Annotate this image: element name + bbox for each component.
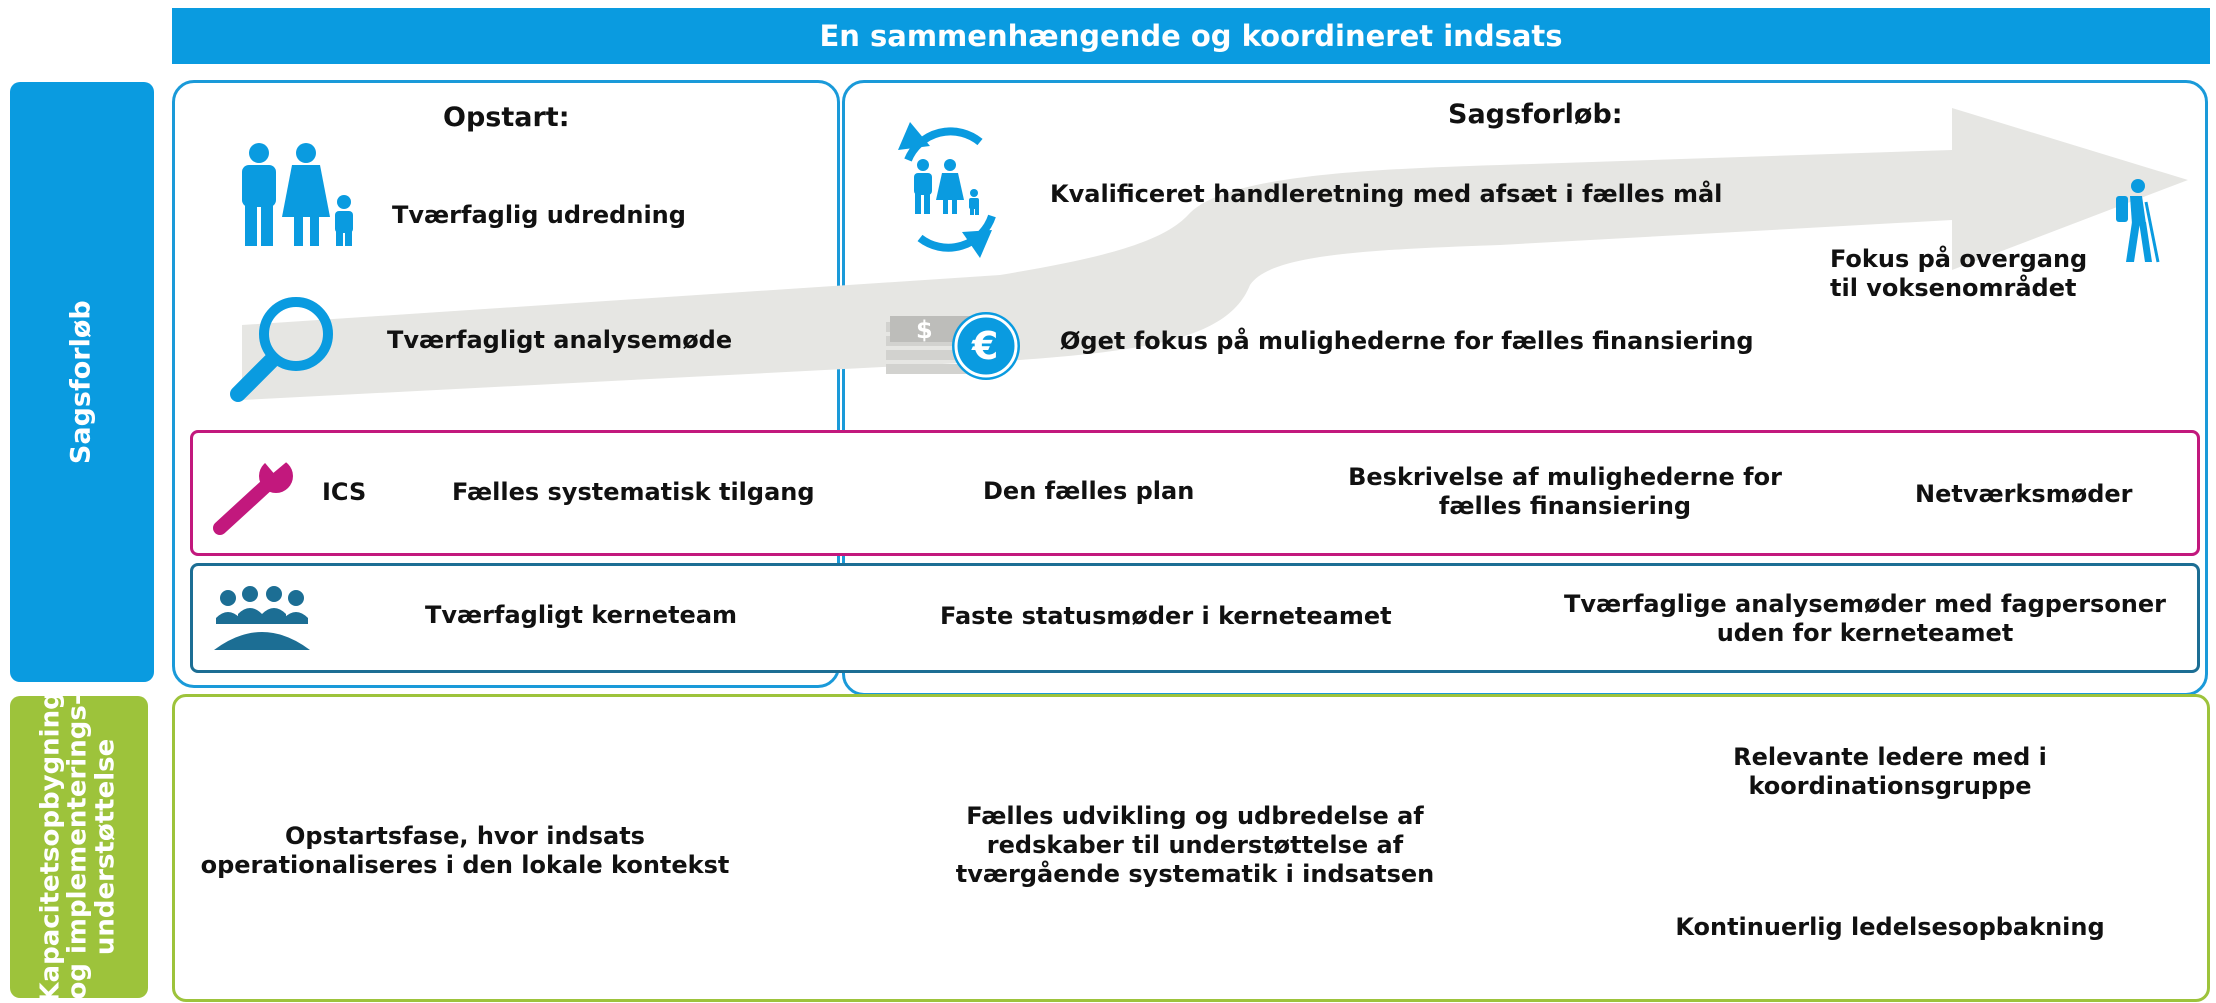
ics-item-plan: Den fælles plan bbox=[983, 477, 1195, 505]
kapacitet-col3b: Kontinuerlig ledelsesopbakning bbox=[1675, 913, 2105, 941]
money-euro-icon: $ € bbox=[886, 312, 1020, 380]
goal-line-1: Fokus på overgang bbox=[1830, 245, 2088, 273]
ics-item-tilgang: Fælles systematisk tilgang bbox=[452, 478, 815, 506]
kapacitet-col2-line-2: redskaber til understøttelse af bbox=[986, 831, 1404, 859]
svg-text:$: $ bbox=[916, 316, 933, 344]
ics-item-finansiering-line-1: Beskrivelse af mulighederne for bbox=[1348, 463, 1782, 491]
kapacitet-col2-line-3: tværgående systematik i indsatsen bbox=[955, 860, 1435, 888]
kapacitet-col3a-line-1: Relevante ledere med i bbox=[1733, 743, 2047, 771]
opstart-panel bbox=[172, 80, 840, 688]
kapacitet-col1-line-1: Opstartsfase, hvor indsats bbox=[285, 822, 645, 850]
team-item-analysemoeder-line-2: uden for kerneteamet bbox=[1716, 619, 2014, 647]
kapacitet-col1: Opstartsfase, hvor indsats operationalis… bbox=[195, 822, 735, 880]
sagsforloeb-item-finansiering: Øget fokus på mulighederne for fælles fi… bbox=[1060, 327, 1754, 355]
ics-item-finansiering: Beskrivelse af mulighederne for fælles f… bbox=[1320, 463, 1810, 521]
sidebar-kapacitet: Kapacitetsopbygning og implementerings- … bbox=[10, 691, 148, 1003]
sagsforloeb-header: Sagsforløb: bbox=[1448, 99, 1623, 130]
family-icon bbox=[242, 143, 353, 246]
kapacitet-col3a-line-2: koordinationsgruppe bbox=[1748, 772, 2032, 800]
opstart-item-analysemoede: Tværfagligt analysemøde bbox=[387, 326, 733, 354]
kapacitet-col2: Fælles udvikling og udbredelse af redska… bbox=[920, 802, 1470, 889]
opstart-item-udredning: Tværfaglig udredning bbox=[392, 201, 686, 229]
kapacitet-col3a: Relevante ledere med i koordinationsgrup… bbox=[1660, 743, 2120, 801]
team-item-kerneteam: Tværfagligt kerneteam bbox=[425, 601, 738, 629]
team-item-analysemoeder-line-1: Tværfaglige analysemøder med fagpersoner bbox=[1563, 590, 2167, 618]
team-item-analysemoeder: Tværfaglige analysemøder med fagpersoner… bbox=[1560, 590, 2170, 648]
family-cycle-icon bbox=[898, 122, 996, 258]
team-item-statusmoeder: Faste statusmøder i kerneteamet bbox=[940, 602, 1392, 630]
kapacitet-col1-line-2: operationaliseres i den lokale kontekst bbox=[200, 851, 730, 879]
team-row bbox=[190, 563, 2200, 673]
wrench-icon bbox=[213, 458, 293, 535]
ics-item-finansiering-line-2: fælles finansiering bbox=[1438, 492, 1692, 520]
opstart-header: Opstart: bbox=[443, 102, 570, 133]
sidebar-sagsforloeb: Sagsforløb bbox=[10, 82, 154, 682]
ics-row bbox=[190, 430, 2200, 556]
ics-item-netvaerk: Netværksmøder bbox=[1915, 480, 2133, 508]
hiker-icon bbox=[2116, 179, 2160, 263]
magnifier-icon bbox=[230, 297, 333, 402]
title-banner: En sammenhængende og koordineret indsats bbox=[172, 8, 2210, 64]
ics-label: ICS bbox=[322, 478, 367, 506]
team-icon bbox=[214, 586, 310, 650]
sagsforloeb-item-handleretning: Kvalificeret handleretning med afsæt i f… bbox=[1050, 180, 1723, 208]
kapacitet-panel bbox=[172, 694, 2210, 1002]
goal-line-2: til voksenområdet bbox=[1830, 274, 2077, 302]
kapacitet-col2-line-1: Fælles udvikling og udbredelse af bbox=[966, 802, 1424, 830]
goal-text: Fokus på overgang til voksenområdet bbox=[1830, 245, 2088, 303]
title-text: En sammenhængende og koordineret indsats bbox=[819, 19, 1563, 53]
svg-text:€: € bbox=[971, 324, 998, 368]
